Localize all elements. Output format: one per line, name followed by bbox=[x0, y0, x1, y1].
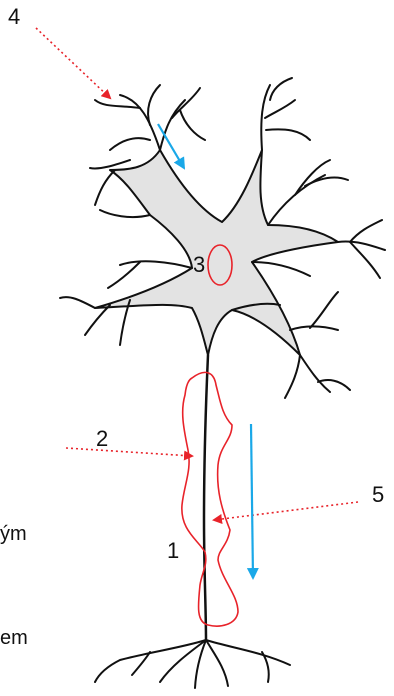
cut-off-text-lower: em bbox=[0, 628, 28, 648]
axon bbox=[204, 355, 208, 640]
pointer-4 bbox=[36, 28, 110, 98]
label-4: 4 bbox=[8, 6, 20, 28]
label-3: 3 bbox=[193, 254, 205, 276]
cut-off-text-upper: ým bbox=[0, 524, 27, 544]
label-5: 5 bbox=[372, 484, 384, 506]
pointer-5 bbox=[214, 502, 358, 520]
label-2: 2 bbox=[96, 428, 108, 450]
label-1: 1 bbox=[167, 540, 179, 562]
axon-terminals bbox=[95, 640, 290, 688]
pointer-2 bbox=[66, 448, 192, 456]
cell-body bbox=[95, 150, 338, 355]
flow-arrow-axon bbox=[251, 424, 253, 578]
axon-segment-outline bbox=[182, 372, 238, 626]
